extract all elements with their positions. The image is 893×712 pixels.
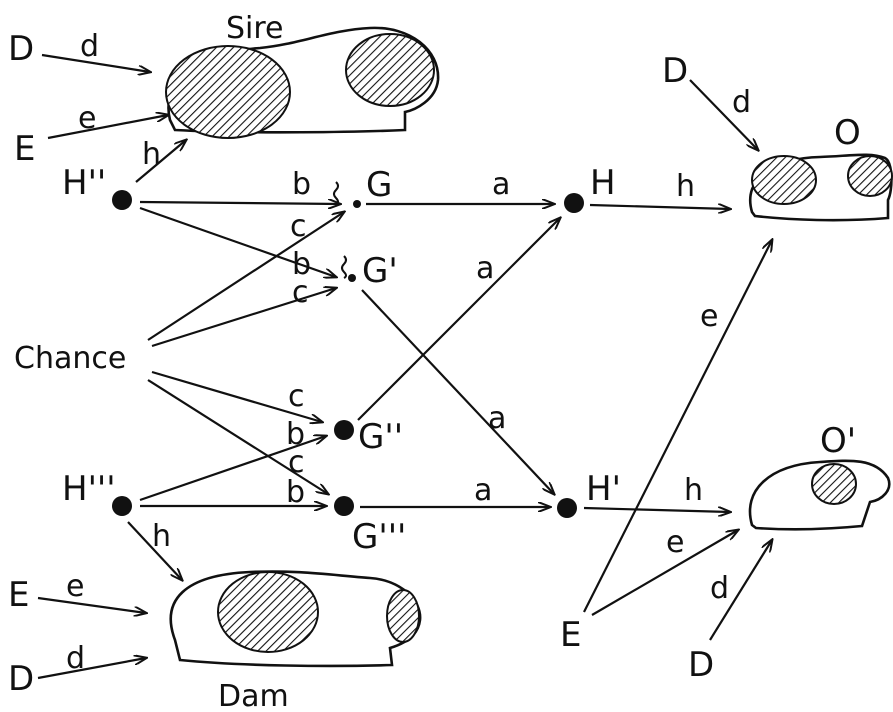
arrow-b-Hsire-G bbox=[139, 202, 340, 204]
arrow-h-H1-O1 bbox=[583, 508, 730, 512]
D-sire-label: D bbox=[8, 29, 34, 69]
arrow-c-chance-G3 bbox=[147, 379, 328, 494]
arrow-h-H-O bbox=[589, 205, 730, 209]
O-label: O bbox=[834, 113, 861, 153]
arrow-a-G1-H1 bbox=[361, 289, 554, 494]
gamete-squiggle-G1 bbox=[341, 255, 347, 279]
D-O-label: D bbox=[662, 51, 688, 91]
arrow-D-sire bbox=[41, 53, 150, 72]
arrow-c-chance-G1 bbox=[151, 288, 336, 348]
sire-label: Sire bbox=[226, 11, 284, 46]
coef-b-G: b bbox=[292, 167, 311, 202]
arrow-h-sire bbox=[135, 140, 186, 183]
arrow-e-E-O1 bbox=[591, 530, 738, 616]
gamete-squiggle-G bbox=[333, 181, 339, 207]
node-H-sire bbox=[112, 190, 132, 210]
coef-e-sire: e bbox=[78, 101, 96, 136]
arrow-d-D-O1 bbox=[709, 540, 772, 641]
dam-guinea-pig bbox=[169, 570, 422, 668]
H-dam-label: H''' bbox=[62, 469, 116, 509]
coef-d-dam: d bbox=[66, 641, 85, 676]
arrow-D-dam bbox=[37, 658, 146, 680]
H1-label: H' bbox=[586, 469, 621, 509]
coef-b-G3: b bbox=[286, 475, 305, 510]
node-G2 bbox=[334, 420, 354, 440]
arrow-c-chance-G bbox=[147, 212, 344, 341]
coef-c-G2: c bbox=[288, 379, 305, 414]
D-dam-label: D bbox=[8, 659, 34, 699]
coef-c-G: c bbox=[290, 209, 307, 244]
offspring-O1-guinea-pig bbox=[748, 459, 891, 531]
E-dam-label: E bbox=[8, 575, 29, 615]
arrow-b-Hdam-G2 bbox=[139, 436, 326, 502]
arrow-h-dam bbox=[127, 521, 182, 580]
E-sire-label: E bbox=[14, 129, 35, 169]
coef-d-O: d bbox=[732, 85, 751, 120]
coef-h-dam: h bbox=[152, 519, 171, 554]
coef-d-sire: d bbox=[80, 29, 99, 64]
sire-guinea-pig bbox=[165, 26, 440, 139]
node-G1 bbox=[348, 274, 356, 282]
G2-label: G'' bbox=[358, 417, 403, 457]
coef-b-G2: b bbox=[286, 417, 305, 452]
arrow-a-G2-H bbox=[357, 218, 560, 421]
coef-a-G3-H1: a bbox=[474, 473, 492, 508]
arrow-E-dam bbox=[37, 596, 146, 613]
node-G3 bbox=[334, 496, 354, 516]
offspring-O-guinea-pig bbox=[749, 153, 893, 222]
E-offspring-label: E bbox=[560, 615, 581, 655]
coef-d-O1: d bbox=[710, 571, 729, 606]
G1-label: G' bbox=[362, 251, 398, 291]
H-label: H bbox=[590, 163, 616, 203]
D-O1-label: D bbox=[688, 645, 714, 685]
arrow-b-Hsire-G1 bbox=[139, 206, 336, 277]
coef-e-O: e bbox=[700, 299, 718, 334]
node-H-dam bbox=[112, 496, 132, 516]
node-H1 bbox=[557, 498, 577, 518]
coef-c-G3: c bbox=[288, 445, 305, 480]
O1-label: O' bbox=[820, 421, 856, 461]
coef-b-G1: b bbox=[292, 247, 311, 282]
coef-c-G1: c bbox=[292, 275, 309, 310]
G-label: G bbox=[366, 165, 392, 205]
chance-label: Chance bbox=[14, 341, 126, 376]
coef-h-H-O: h bbox=[676, 169, 695, 204]
dam-label: Dam bbox=[218, 679, 289, 712]
coef-e-O1: e bbox=[666, 525, 684, 560]
node-H bbox=[564, 193, 584, 213]
arrow-c-chance-G2 bbox=[151, 370, 322, 422]
G3-label: G''' bbox=[352, 517, 406, 557]
arrow-e-E-O bbox=[583, 240, 772, 613]
coef-a-G2-H: a bbox=[476, 251, 494, 286]
H-sire-label: H'' bbox=[62, 163, 106, 203]
coef-a-G1-H1: a bbox=[488, 401, 506, 436]
arrow-E-sire bbox=[47, 115, 168, 140]
node-G bbox=[353, 200, 361, 208]
coef-h-sire: h bbox=[142, 137, 161, 172]
coef-a-G-H: a bbox=[492, 167, 510, 202]
arrow-d-D-O bbox=[689, 79, 758, 150]
coef-h-H1-O1: h bbox=[684, 473, 703, 508]
coef-e-dam: e bbox=[66, 569, 84, 604]
